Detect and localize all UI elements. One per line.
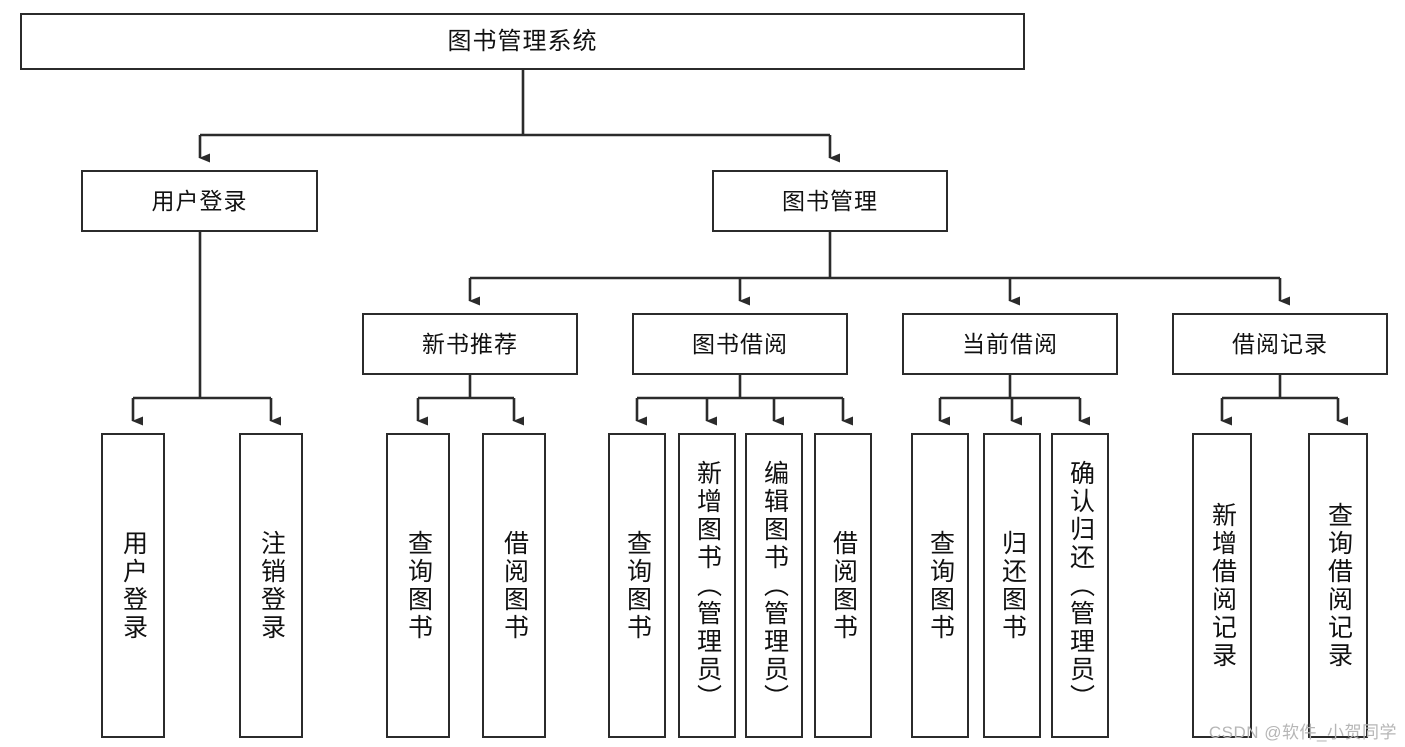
- node-leaf3[interactable]: 查询图书: [386, 433, 450, 738]
- node-newbook[interactable]: 新书推荐: [362, 313, 578, 375]
- node-label: 查询图书: [623, 529, 652, 642]
- node-label: 查询图书: [926, 529, 955, 642]
- node-label: 新增图书（管理员）: [693, 459, 722, 712]
- node-label: 编辑图书（管理员）: [760, 459, 789, 712]
- node-leaf6[interactable]: 新增图书（管理员）: [678, 433, 736, 738]
- node-login[interactable]: 用户登录: [81, 170, 318, 232]
- node-borrow[interactable]: 图书借阅: [632, 313, 848, 375]
- node-record[interactable]: 借阅记录: [1172, 313, 1388, 375]
- node-root[interactable]: 图书管理系统: [20, 13, 1025, 70]
- node-leaf4[interactable]: 借阅图书: [482, 433, 546, 738]
- node-leaf12[interactable]: 新增借阅记录: [1192, 433, 1252, 738]
- node-leaf5[interactable]: 查询图书: [608, 433, 666, 738]
- node-label: 用户登录: [151, 187, 248, 214]
- node-label: 借阅记录: [1232, 330, 1328, 357]
- node-label: 新增借阅记录: [1208, 501, 1237, 670]
- node-leaf9[interactable]: 查询图书: [911, 433, 969, 738]
- node-label: 借阅图书: [500, 529, 529, 642]
- node-label: 确认归还（管理员）: [1066, 459, 1095, 712]
- node-leaf10[interactable]: 归还图书: [983, 433, 1041, 738]
- node-current[interactable]: 当前借阅: [902, 313, 1118, 375]
- node-label: 图书管理: [782, 187, 878, 214]
- node-label: 查询图书: [404, 529, 433, 642]
- node-leaf8[interactable]: 借阅图书: [814, 433, 872, 738]
- node-label: 注销登录: [257, 529, 286, 642]
- node-label: 查询借阅记录: [1324, 501, 1353, 670]
- node-label: 图书借阅: [692, 330, 788, 357]
- node-leaf7[interactable]: 编辑图书（管理员）: [745, 433, 803, 738]
- node-label: 图书管理系统: [447, 27, 598, 55]
- node-label: 借阅图书: [829, 529, 858, 642]
- node-label: 归还图书: [998, 529, 1027, 642]
- node-label: 用户登录: [119, 529, 148, 642]
- watermark-label: CSDN @软件_小贺同学: [1208, 723, 1397, 742]
- node-label: 当前借阅: [962, 330, 1058, 357]
- node-leaf2[interactable]: 注销登录: [239, 433, 303, 738]
- node-label: 新书推荐: [422, 330, 518, 357]
- node-leaf1[interactable]: 用户登录: [101, 433, 165, 738]
- node-leaf11[interactable]: 确认归还（管理员）: [1051, 433, 1109, 738]
- node-bookmgmt[interactable]: 图书管理: [712, 170, 948, 232]
- node-leaf13[interactable]: 查询借阅记录: [1308, 433, 1368, 738]
